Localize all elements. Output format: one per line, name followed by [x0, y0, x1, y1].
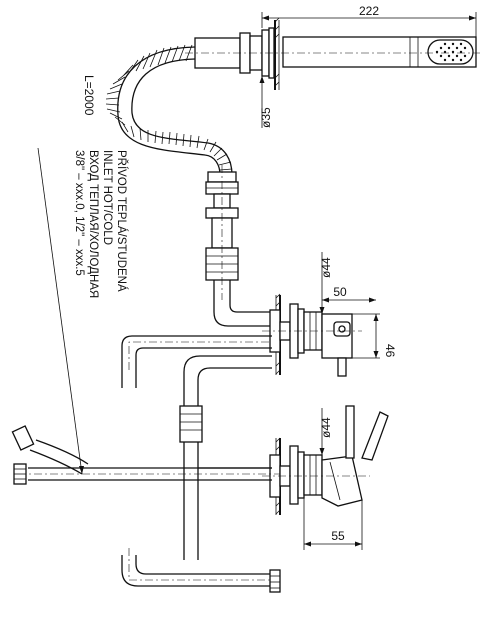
dimension-upper-50: 50: [333, 285, 347, 299]
pipe-union-middle: [179, 405, 203, 443]
dimension-upper-46: 46: [383, 344, 397, 358]
dimension-lower-valve: ø44 55: [303, 408, 363, 550]
wall-hatch-upper: [275, 293, 281, 375]
hose-length-label: L=2000: [82, 75, 96, 116]
flexible-hose: [105, 44, 233, 176]
dimension-o35: ø35: [259, 107, 273, 128]
label-leader-line: [37, 147, 83, 475]
wall-hatch-top: [274, 17, 280, 87]
hand-shower: [185, 17, 480, 90]
label-line-2: INLET HOT/COLD: [101, 150, 113, 245]
dimension-upper-o44: ø44: [319, 257, 333, 278]
label-line-4: 3/8" – xxx.0, 1/2" – xxx.5: [73, 150, 85, 276]
dimension-lower-o44: ø44: [319, 417, 333, 438]
dimension-upper-valve: ø44 50 46: [319, 252, 397, 359]
supply-pipes: [121, 335, 278, 587]
shower-nozzle-pattern: [435, 42, 467, 62]
dimension-length-top: 222: [261, 4, 477, 37]
inlet-label: PŘÍVOD TEPLÁ/STUDENÁ INLET HOT/COLD ВХОД…: [73, 150, 128, 298]
upper-valve: [262, 293, 362, 377]
label-line-1: PŘÍVOD TEPLÁ/STUDENÁ: [115, 150, 128, 292]
dimension-222: 222: [359, 4, 379, 18]
wall-hatch-lower: [275, 437, 281, 515]
dimension-lower-55: 55: [331, 529, 345, 543]
inlet-hoses: [11, 425, 281, 593]
hose-fittings: [205, 165, 239, 300]
lower-valve: [262, 405, 389, 515]
dimension-shower-diameter: ø35: [259, 76, 273, 128]
label-line-3: ВХОД ТЕПЛАЯ/ХОЛОДНАЯ: [87, 150, 99, 298]
